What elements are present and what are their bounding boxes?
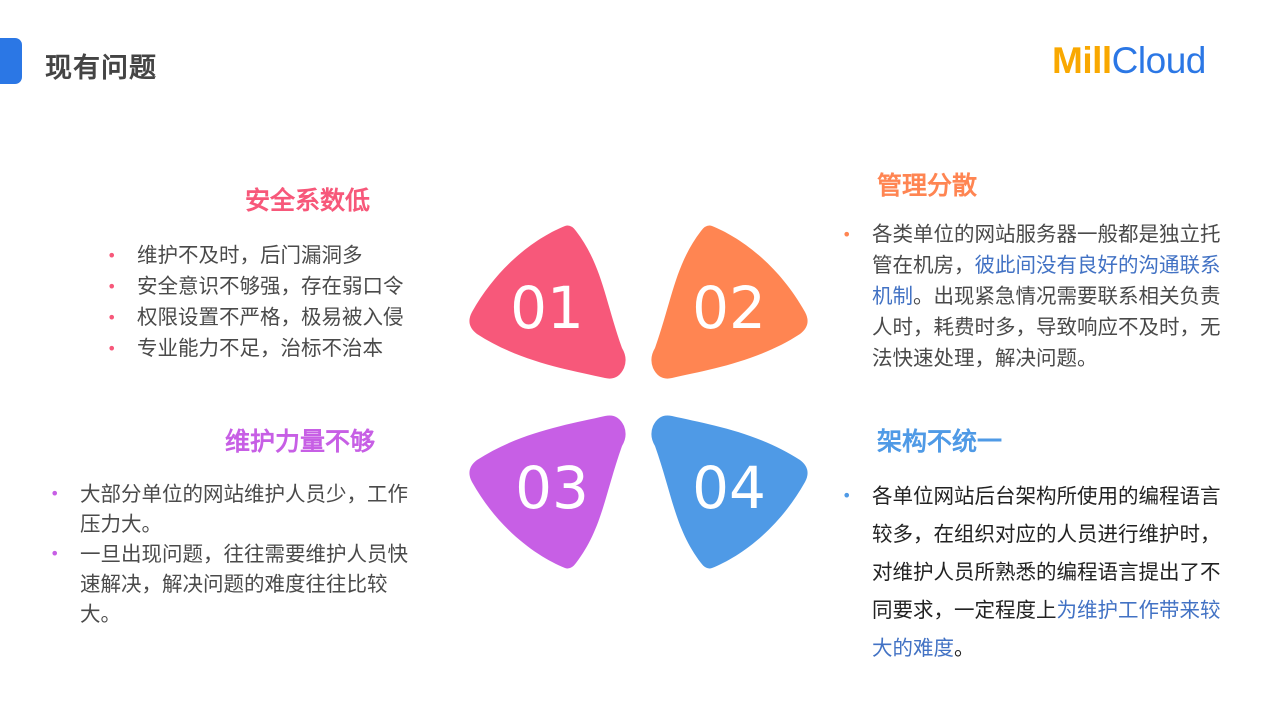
list-item: •安全意识不够强，存在弱口令: [107, 271, 404, 302]
bullet-icon: •: [107, 339, 117, 358]
security-list: •维护不及时，后门漏洞多 •安全意识不够强，存在弱口令 •权限设置不严格，极易被…: [107, 240, 404, 364]
section-title-security: 安全系数低: [245, 186, 371, 215]
title-accent-bar: [0, 38, 22, 84]
bullet-icon: •: [107, 246, 117, 265]
bullet-icon: •: [842, 486, 852, 505]
petal-number-03: 03: [515, 454, 589, 522]
millcloud-logo: MillCloud: [1052, 40, 1206, 81]
section-title-architecture: 架构不统一: [877, 427, 1003, 456]
section-title-maintenance: 维护力量不够: [225, 427, 376, 456]
bullet-icon: •: [107, 277, 117, 296]
list-item: •各类单位的网站服务器一般都是独立托管在机房，彼此间没有良好的沟通联系机制。出现…: [842, 219, 1234, 374]
petal-number-02: 02: [692, 274, 766, 342]
list-item: •大部分单位的网站维护人员少，工作压力大。: [50, 479, 425, 539]
bullet-icon: •: [50, 544, 60, 563]
petal-number-01: 01: [510, 274, 584, 342]
list-item: •维护不及时，后门漏洞多: [107, 240, 404, 271]
list-item: •专业能力不足，治标不治本: [107, 333, 404, 364]
bullet-icon: •: [50, 484, 60, 503]
page-title: 现有问题: [45, 53, 157, 84]
list-item: •各单位网站后台架构所使用的编程语言较多，在组织对应的人员进行维护时，对维护人员…: [842, 477, 1234, 667]
bullet-icon: •: [842, 225, 852, 244]
management-list: •各类单位的网站服务器一般都是独立托管在机房，彼此间没有良好的沟通联系机制。出现…: [842, 219, 1234, 374]
list-item: •一旦出现问题，往往需要维护人员快速解决，解决问题的难度往往比较大。: [50, 539, 425, 629]
architecture-list: •各单位网站后台架构所使用的编程语言较多，在组织对应的人员进行维护时，对维护人员…: [842, 477, 1234, 667]
petal-number-04: 04: [692, 454, 766, 522]
bullet-icon: •: [107, 308, 117, 327]
list-item: •权限设置不严格，极易被入侵: [107, 302, 404, 333]
section-title-management: 管理分散: [877, 171, 978, 200]
maintenance-list: •大部分单位的网站维护人员少，工作压力大。 •一旦出现问题，往往需要维护人员快速…: [50, 479, 425, 629]
